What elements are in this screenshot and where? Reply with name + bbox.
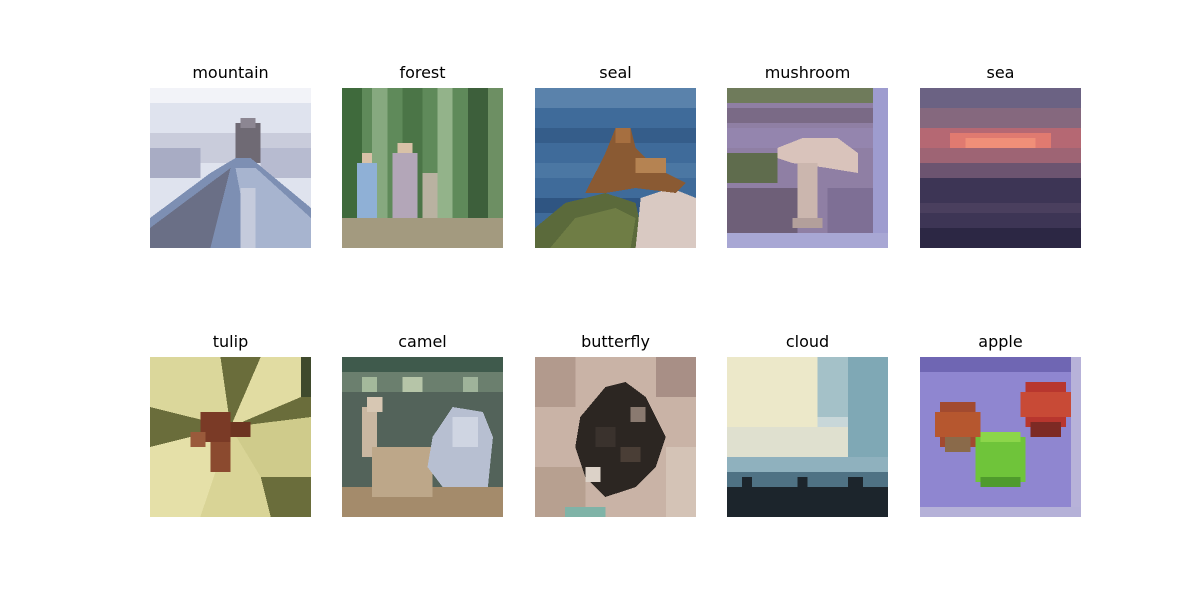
image-thumbnail-mushroom <box>727 88 888 248</box>
image-title: mountain <box>192 63 269 82</box>
image-thumbnail-apple <box>920 357 1081 517</box>
image-title: butterfly <box>581 332 650 351</box>
image-title: sea <box>986 63 1015 82</box>
image-title: seal <box>599 63 632 82</box>
image-thumbnail-tulip <box>150 357 311 517</box>
image-title: forest <box>399 63 446 82</box>
image-title: cloud <box>785 332 830 351</box>
image-thumbnail-camel <box>342 357 503 517</box>
image-thumbnail-sea <box>920 88 1081 248</box>
image-title: tulip <box>212 332 249 351</box>
image-thumbnail-cloud <box>727 357 888 517</box>
image-thumbnail-seal <box>535 88 696 248</box>
image-title: mushroom <box>764 63 851 82</box>
image-title: camel <box>398 332 447 351</box>
image-thumbnail-mountain <box>150 88 311 248</box>
image-thumbnail-butterfly <box>535 357 696 517</box>
image-title: apple <box>978 332 1023 351</box>
image-thumbnail-forest <box>342 88 503 248</box>
